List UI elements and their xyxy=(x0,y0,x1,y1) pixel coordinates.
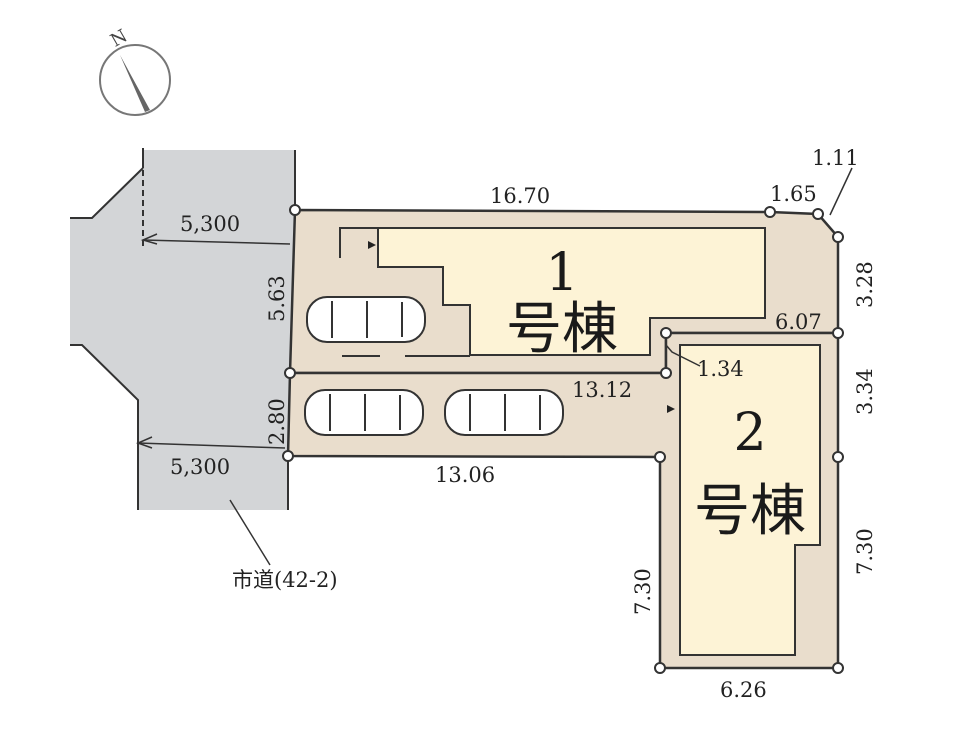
boundary-points xyxy=(282,204,844,674)
road-width-top: 5,300 xyxy=(180,212,240,236)
leader-line xyxy=(229,499,271,566)
road-label: 市道(42-2) xyxy=(232,568,338,592)
building-2-number: 2 xyxy=(733,403,766,463)
dim-right-upper: 3.28 xyxy=(853,261,877,308)
entrance-arrow-icon xyxy=(368,241,376,249)
dim-driveway-bottom: 13.06 xyxy=(435,463,495,487)
dim-left-upper: 5.63 xyxy=(265,275,289,322)
road-edge xyxy=(70,167,144,219)
dim-corner: 1.11 xyxy=(812,146,859,170)
car-icon xyxy=(304,389,424,436)
dim-right-middle: 3.34 xyxy=(853,368,877,415)
dim-lot1-right-bottom: 6.07 xyxy=(775,310,822,334)
building-1-label: 号棟 xyxy=(506,297,618,362)
dim-top: 16.70 xyxy=(490,184,550,208)
dim-lot2-right: 7.30 xyxy=(853,528,877,575)
dim-lot2-left: 7.30 xyxy=(631,568,655,615)
dim-lot2-bottom: 6.26 xyxy=(720,678,767,702)
dim-left-lower: 2.80 xyxy=(265,398,289,445)
dim-driveway-top: 13.12 xyxy=(572,378,632,402)
building-2-label: 号棟 xyxy=(694,479,806,544)
leader-line xyxy=(665,344,701,367)
building-1-number: 1 xyxy=(545,243,578,303)
porch-line xyxy=(339,227,378,258)
dimension-arrow xyxy=(142,239,291,245)
building-2-footprint xyxy=(679,344,821,656)
road-width-bottom: 5,300 xyxy=(170,455,230,479)
leader-line xyxy=(829,167,853,216)
dim-top-right: 1.65 xyxy=(770,182,817,206)
car-icon xyxy=(444,389,564,436)
road-area xyxy=(70,150,295,510)
north-compass-icon: N xyxy=(99,25,171,116)
road-edge xyxy=(70,344,139,510)
dim-step: 1.34 xyxy=(697,357,744,381)
entrance-arrow-icon xyxy=(667,405,675,413)
car-icon xyxy=(306,296,426,343)
dimension-arrow xyxy=(137,442,286,449)
